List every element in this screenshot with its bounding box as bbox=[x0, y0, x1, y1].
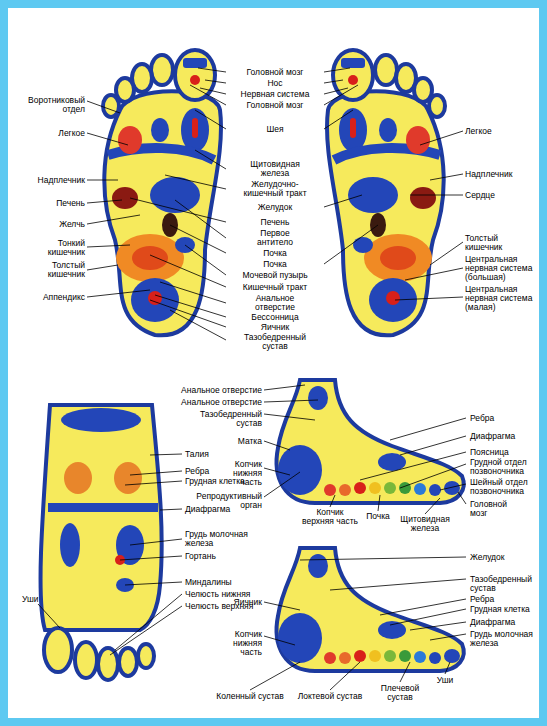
organ-label: Уши bbox=[430, 676, 460, 685]
organ-label: Диафрагма bbox=[470, 432, 540, 441]
organ-label: Тонкий кишечник bbox=[37, 239, 85, 257]
organ-label: Щитовидная железа bbox=[398, 515, 453, 533]
organ-label: Копчик нижняя часть bbox=[212, 460, 262, 487]
organ-label: Печень bbox=[25, 199, 85, 208]
organ-label: Матка bbox=[212, 437, 262, 446]
organ-label: Коленный сустав bbox=[213, 692, 288, 701]
organ-label: Копчик нижняя часть bbox=[212, 630, 262, 657]
organ-label: Желчь bbox=[25, 220, 85, 229]
organ-label: Почка bbox=[358, 512, 398, 521]
organ-label: Шейный отдел позвоночника bbox=[470, 478, 540, 496]
organ-label: Воротниковый отдел bbox=[10, 96, 85, 114]
organ-label: Миндалины bbox=[185, 578, 265, 587]
organ-label: Гортань bbox=[185, 552, 265, 561]
organ-label: Грудная клетка bbox=[470, 605, 540, 614]
organ-label: Головной мозг bbox=[470, 500, 515, 518]
leader-line bbox=[38, 68, 466, 690]
organ-label: Талия bbox=[185, 450, 265, 459]
organ-label: Почка bbox=[228, 260, 323, 269]
organ-label: Головной мозг bbox=[228, 101, 323, 110]
organ-label: Желудочно-кишечный тракт bbox=[233, 180, 318, 198]
organ-label: Грудной отдел позвоночника bbox=[470, 458, 540, 476]
organ-label: Почка bbox=[228, 249, 323, 258]
organ-label: Толстый кишечник bbox=[37, 261, 85, 279]
organ-label: Первое антитело bbox=[250, 229, 300, 247]
organ-label: Центральная нервная система (большая) bbox=[465, 255, 539, 282]
organ-label: Надплечник bbox=[15, 176, 85, 185]
organ-label: Аппендикс bbox=[25, 293, 85, 302]
organ-label: Бессонница bbox=[228, 313, 323, 322]
organ-label: Анальное отверстие bbox=[167, 398, 262, 407]
organ-label: Легкое bbox=[25, 129, 85, 138]
organ-label: Грудь молочная железа bbox=[185, 530, 255, 548]
organ-label: Толстый кишечник bbox=[465, 234, 515, 252]
organ-label: Тазобедренный сустав bbox=[240, 333, 310, 351]
organ-label: Яичник bbox=[212, 598, 262, 607]
organ-label: Надплечник bbox=[465, 170, 539, 179]
organ-label: Мочевой пузырь bbox=[228, 271, 323, 280]
organ-label: Поясница bbox=[470, 448, 540, 457]
organ-label: Сердце bbox=[465, 191, 539, 200]
organ-label: Желудок bbox=[470, 553, 540, 562]
organ-label: Анальное отверстие bbox=[167, 386, 262, 395]
organ-label: Репродуктивный орган bbox=[187, 492, 262, 510]
organ-label: Анальное отверстие bbox=[245, 294, 305, 312]
organ-label: Легкое bbox=[465, 127, 539, 136]
organ-label: Нервная система bbox=[228, 90, 323, 99]
organ-label: Уши bbox=[22, 595, 52, 604]
organ-label: Ребра bbox=[470, 414, 540, 423]
organ-label: Плечевой сустав bbox=[375, 684, 425, 702]
organ-label: Локтевой сустав bbox=[293, 692, 368, 701]
organ-label: Тазобедренный сустав bbox=[470, 575, 540, 593]
organ-label: Яичник bbox=[228, 323, 323, 332]
organ-label: Печень bbox=[228, 218, 323, 227]
organ-label: Нос bbox=[228, 79, 323, 88]
organ-label: Шея bbox=[228, 125, 323, 134]
organ-label: Копчик верхняя часть bbox=[300, 508, 360, 526]
organ-label: Щитовидная железа bbox=[245, 160, 305, 178]
organ-label: Диафрагма bbox=[470, 618, 540, 627]
organ-label: Кишечный тракт bbox=[228, 283, 323, 292]
organ-label: Грудь молочная железа bbox=[470, 630, 540, 648]
organ-label: Желудок bbox=[228, 203, 323, 212]
organ-label: Тазобедренный сустав bbox=[197, 410, 262, 428]
organ-label: Головной мозг bbox=[228, 68, 323, 77]
organ-label: Центральная нервная система (малая) bbox=[465, 285, 539, 312]
organ-label: Ребра bbox=[470, 595, 540, 604]
